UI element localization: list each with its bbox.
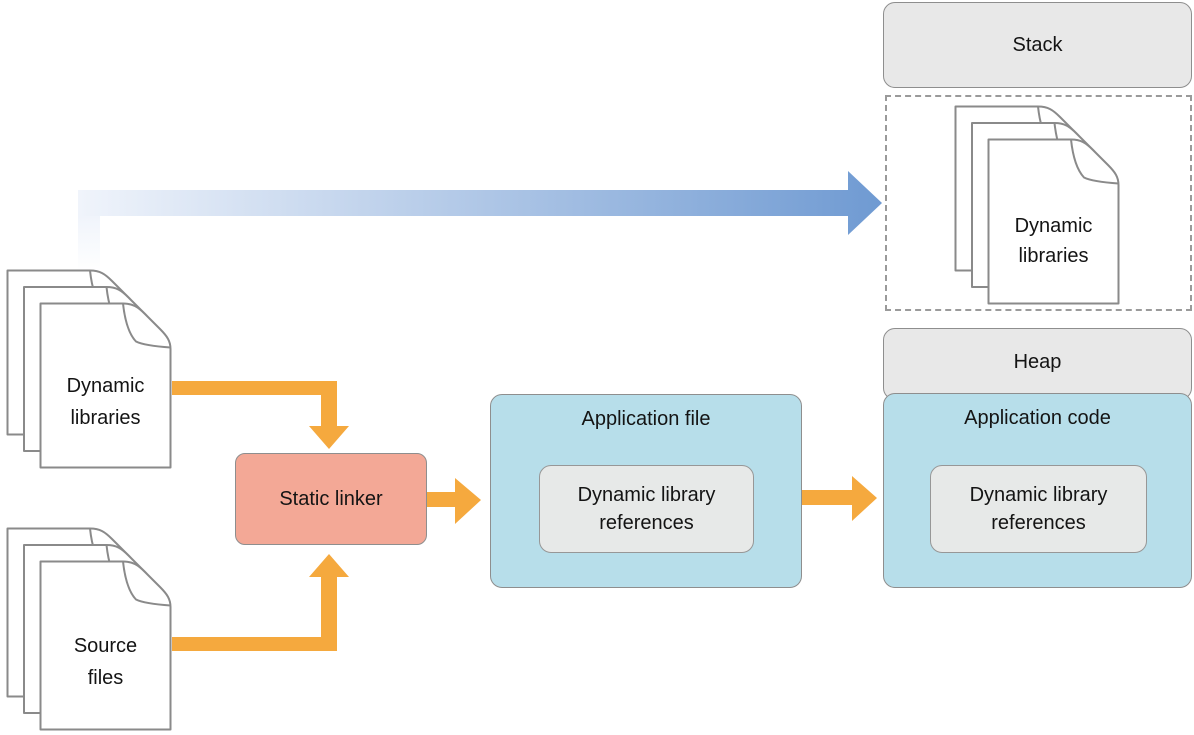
application-code-label: Application code <box>964 407 1111 429</box>
dynamic-libraries-to-linker-arrow <box>172 381 349 449</box>
application-file-to-heap-arrow <box>802 476 877 521</box>
heap-box: Heap <box>883 328 1192 400</box>
app-code-references-box: Dynamic library references <box>930 465 1147 553</box>
heap-label: Heap <box>1013 350 1062 373</box>
source-files-label-line1: Source <box>74 635 137 657</box>
source-files-to-linker-arrow <box>172 554 349 651</box>
app-file-references-line2: references <box>599 512 694 534</box>
dynamic-libraries-label-line1: Dynamic <box>67 375 145 397</box>
dynamic-libraries-to-stack-arrow <box>78 171 882 235</box>
static-linker-box: Static linker <box>235 453 427 545</box>
source-files-icon: Source files <box>6 527 172 731</box>
loaded-libraries-label-line2: libraries <box>1018 245 1088 267</box>
application-file-box: Application file Dynamic library referen… <box>490 394 802 588</box>
blue-arrow-stub <box>78 216 100 272</box>
source-files-label-line2: files <box>88 667 124 689</box>
app-code-references-line2: references <box>991 512 1086 534</box>
dynamic-libraries-files-icon: Dynamic libraries <box>6 269 172 469</box>
loaded-dynamic-libraries-icon: Dynamic libraries <box>954 105 1120 305</box>
stack-label: Stack <box>1012 33 1063 56</box>
stack-box: Stack <box>883 2 1192 88</box>
linker-to-application-file-arrow <box>427 478 481 524</box>
app-file-references-box: Dynamic library references <box>539 465 754 553</box>
app-file-references-line1: Dynamic library <box>577 484 716 506</box>
application-file-label: Application file <box>581 408 711 430</box>
application-code-box: Application code Dynamic library referen… <box>883 393 1192 588</box>
static-linker-label: Static linker <box>279 487 383 510</box>
dynamic-libraries-label-line2: libraries <box>70 407 140 429</box>
app-code-references-line1: Dynamic library <box>969 484 1108 506</box>
stack-growth-region <box>885 95 1192 311</box>
loaded-libraries-label-line1: Dynamic <box>1015 215 1093 237</box>
